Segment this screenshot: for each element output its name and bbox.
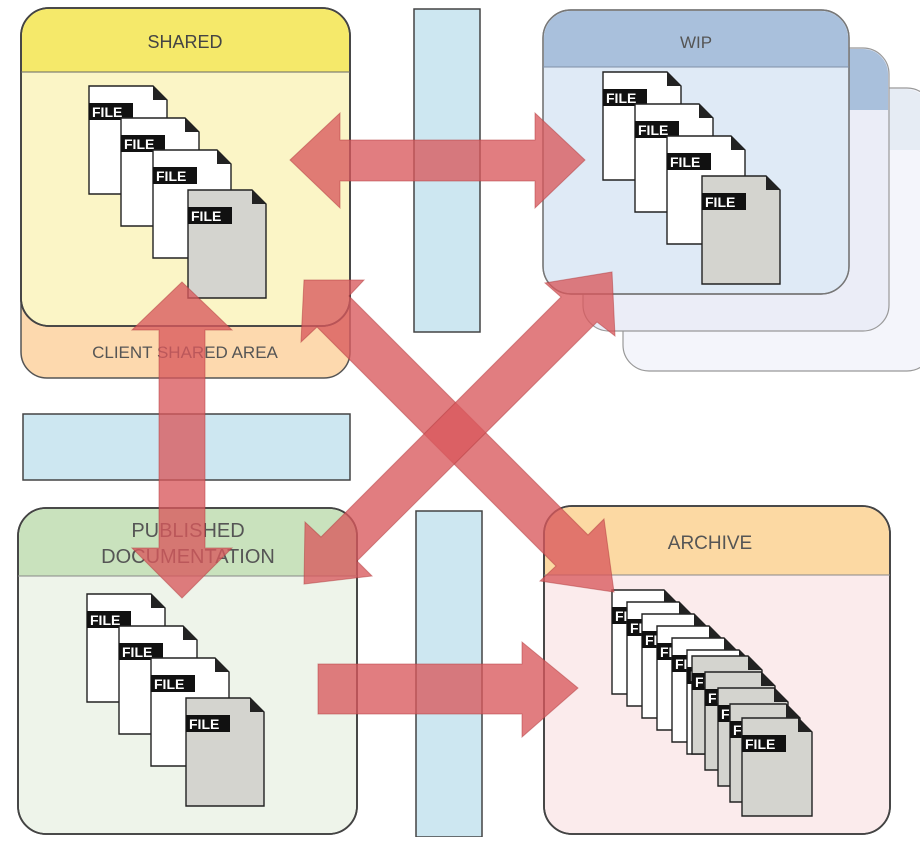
file-label-bg [186, 715, 230, 732]
arrow-wip-published [303, 271, 616, 585]
file-label-bg [702, 193, 746, 210]
arrow-shared-wip [289, 111, 586, 210]
archive-file-stack: FILEFILEFILEFILEFILEFILEFILEFILEFILEFILE… [611, 589, 813, 817]
file-label-bg [87, 611, 131, 628]
file-label: FILE [191, 208, 221, 224]
archive-header [545, 507, 889, 575]
file-label-bg [151, 675, 195, 692]
file-label: FILE [638, 122, 668, 138]
file-label: FILE [670, 154, 700, 170]
arrow-shared-published [130, 281, 234, 599]
arrows [130, 111, 616, 739]
file-icon: FILE [187, 189, 267, 299]
file-label: FILE [122, 644, 152, 660]
file-label: FILE [705, 194, 735, 210]
file-label-bg [188, 207, 232, 224]
file-label-bg [667, 153, 711, 170]
wip-title: WIP [680, 33, 712, 52]
shared-title: SHARED [147, 32, 222, 52]
file-label: FILE [156, 168, 186, 184]
file-label-bg [89, 103, 133, 120]
shared-header [22, 9, 349, 72]
file-label: FILE [124, 136, 154, 152]
file-label-bg [119, 643, 163, 660]
file-label: FILE [606, 90, 636, 106]
file-icon: FILE [741, 717, 813, 817]
file-icon: FILE [701, 175, 781, 285]
file-label-bg [742, 735, 786, 752]
arrow-published-archive [317, 640, 579, 739]
file-icon: FILE [185, 697, 265, 807]
wip-header [544, 11, 848, 67]
file-label: FILE [90, 612, 120, 628]
file-label: FILE [745, 736, 775, 752]
archive-title: ARCHIVE [668, 533, 752, 554]
file-label-bg [635, 121, 679, 138]
file-label: FILE [189, 716, 219, 732]
file-label-bg [603, 89, 647, 106]
file-label: FILE [154, 676, 184, 692]
file-label: FILE [92, 104, 122, 120]
file-label-bg [121, 135, 165, 152]
file-label-bg [153, 167, 197, 184]
